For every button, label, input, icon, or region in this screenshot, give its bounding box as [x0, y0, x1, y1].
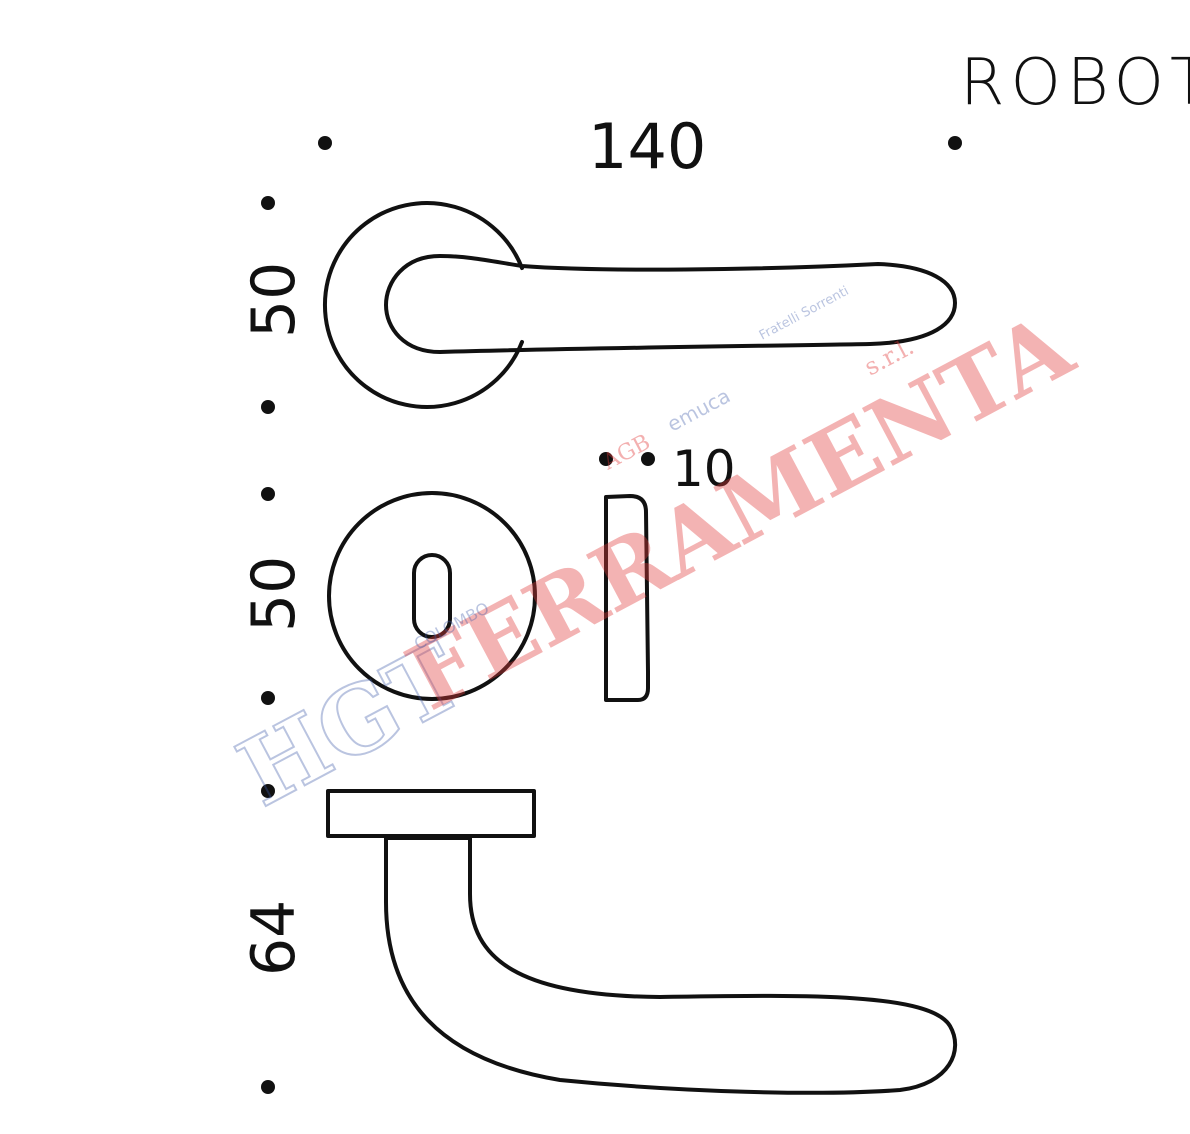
dimension-dot: [948, 136, 962, 150]
dimension-dot: [261, 487, 275, 501]
watermark-brand-agb: AGB: [598, 430, 654, 476]
watermark-shop: FERRAMENTA s.r.l.: [391, 293, 1090, 732]
dimension-label-10: 10: [672, 440, 736, 498]
dimension-dot: [261, 196, 275, 210]
dimension-dot: [599, 452, 613, 466]
product-name: ROBOT: [960, 46, 1190, 120]
watermark-shop-name: FERRAMENTA: [391, 293, 1090, 732]
dimension-thickness: 10: [599, 440, 736, 498]
watermark-brand-emuca: emuca: [663, 383, 734, 436]
dimension-dot: [261, 784, 275, 798]
watermark-brand-sorrenti: Fratelli Sorrenti: [757, 284, 852, 344]
lever-front-view: [322, 201, 957, 409]
dimension-dot: [261, 1080, 275, 1094]
dimension-label-escutcheon-50: 50: [239, 556, 309, 632]
dimension-vertical-dots: [261, 196, 275, 1094]
rose-outline: [322, 201, 524, 409]
dimension-width: 140: [318, 110, 962, 183]
lever-top-view: [326, 789, 958, 1095]
lever-top-view-outline: [384, 836, 958, 1095]
dimension-dot: [318, 136, 332, 150]
dimension-label-rose-50: 50: [239, 262, 309, 338]
dimension-dot: [261, 691, 275, 705]
rose-plate-top-view: [326, 789, 536, 838]
keyhole-slot: [412, 553, 452, 639]
dimension-label-projection-64: 64: [239, 900, 309, 976]
escutcheon-front-view: [327, 491, 537, 701]
rose-side-profile: [604, 494, 650, 702]
escutcheon-outline: [327, 491, 537, 701]
lever-outline: [384, 254, 957, 354]
dimension-dot: [261, 400, 275, 414]
dimension-dot: [641, 452, 655, 466]
dimension-label-140: 140: [588, 110, 706, 183]
